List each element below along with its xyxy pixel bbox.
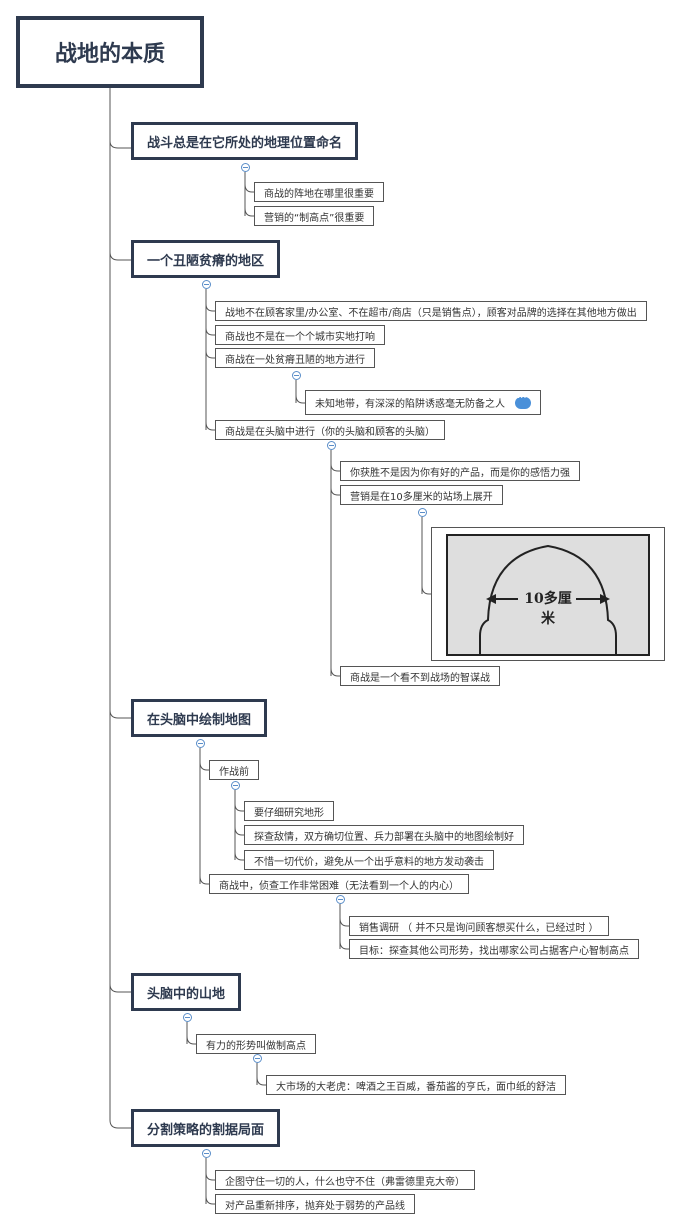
root-topic[interactable]: 战地的本质	[16, 16, 204, 88]
subtopic-defend-everything[interactable]: 企图守住一切的人，什么也守不住（弗雷德里克大帝）	[215, 1170, 475, 1190]
subtopic-before-battle[interactable]: 作战前	[209, 760, 259, 780]
subtopic-unknown-zone[interactable]: 未知地带，有深深的陷阱诱惑毫无防备之人	[305, 390, 541, 415]
subtopic-goal[interactable]: 目标：探查其他公司形势，找出哪家公司占据客户心智制高点	[349, 939, 639, 959]
collapse-toggle[interactable]	[183, 1013, 192, 1022]
subtopic-reorder-products[interactable]: 对产品重新排序，抛弃处于弱势的产品线	[215, 1194, 415, 1214]
topic-battle-named-by-location[interactable]: 战斗总是在它所处的地理位置命名	[131, 122, 359, 160]
comment-icon[interactable]	[515, 393, 531, 409]
collapse-toggle[interactable]	[196, 739, 205, 748]
topic-segmentation-strategy[interactable]: 分割策略的割据局面	[131, 1109, 281, 1147]
head-diagram-image[interactable]: 10多厘米	[431, 527, 665, 661]
subtopic-battlefield-not-at-home[interactable]: 战地不在顾客家里/办公室、不在超市/商店（只是销售点），顾客对品牌的选择在其他地…	[215, 301, 647, 321]
subtopic-big-tigers[interactable]: 大市场的大老虎：啤酒之王百威，番茄酱的亨氏，面巾纸的舒洁	[266, 1075, 566, 1095]
topic-ugly-barren-region[interactable]: 一个丑陋贫瘠的地区	[131, 240, 281, 278]
subtopic-during-battle[interactable]: 商战中，侦查工作非常困难（无法看到一个人的内心）	[209, 874, 469, 894]
subtopic-war-in-mind[interactable]: 商战是在头脑中进行（你的头脑和顾客的头脑）	[215, 420, 445, 440]
collapse-toggle[interactable]	[253, 1054, 262, 1063]
subtopic-invisible-battlefield[interactable]: 商战是一个看不到战场的智谋战	[340, 666, 500, 686]
subtopic-market-research[interactable]: 销售调研 （ 并不只是询问顾客想买什么，已经过时 ）	[349, 916, 609, 936]
subtopic-barren-place[interactable]: 商战在一处贫瘠丑陋的地方进行	[215, 348, 375, 368]
collapse-toggle[interactable]	[202, 280, 211, 289]
collapse-toggle[interactable]	[231, 781, 240, 790]
topic-mountains-in-mind[interactable]: 头脑中的山地	[131, 973, 242, 1011]
topic-map-in-mind[interactable]: 在头脑中绘制地图	[131, 699, 268, 737]
collapse-toggle[interactable]	[202, 1149, 211, 1158]
subtopic-scout-enemy[interactable]: 探查敌情，双方确切位置、兵力部署在头脑中的地图绘制好	[244, 825, 524, 845]
collapse-toggle[interactable]	[292, 371, 301, 380]
subtopic-avoid-surprise[interactable]: 不惜一切代价，避免从一个出乎意料的地方发动袭击	[244, 850, 494, 870]
subtopic-ten-cm-battlefield[interactable]: 营销是在10多厘米的站场上展开	[340, 485, 503, 505]
collapse-toggle[interactable]	[241, 163, 250, 172]
collapse-toggle[interactable]	[327, 441, 336, 450]
subtopic-win-by-perception[interactable]: 你获胜不是因为你有好的产品，而是你的感悟力强	[340, 461, 580, 481]
collapse-toggle[interactable]	[418, 508, 427, 517]
subtopic-not-in-cities[interactable]: 商战也不是在一个个城市实地打响	[215, 325, 385, 345]
ten-cm-label: 10多厘米	[524, 591, 572, 627]
head-diagram-frame: 10多厘米	[446, 534, 650, 656]
subtopic-high-ground-matters[interactable]: 营销的“制高点”很重要	[254, 206, 375, 226]
subtopic-unknown-zone-label: 未知地带，有深深的陷阱诱惑毫无防备之人	[315, 399, 505, 410]
subtopic-study-terrain[interactable]: 要仔细研究地形	[244, 801, 334, 821]
subtopic-position-matters[interactable]: 商战的阵地在哪里很重要	[254, 182, 384, 202]
head-outline-drawing	[479, 544, 617, 654]
collapse-toggle[interactable]	[336, 895, 345, 904]
subtopic-high-ground[interactable]: 有力的形势叫做制高点	[196, 1034, 316, 1054]
